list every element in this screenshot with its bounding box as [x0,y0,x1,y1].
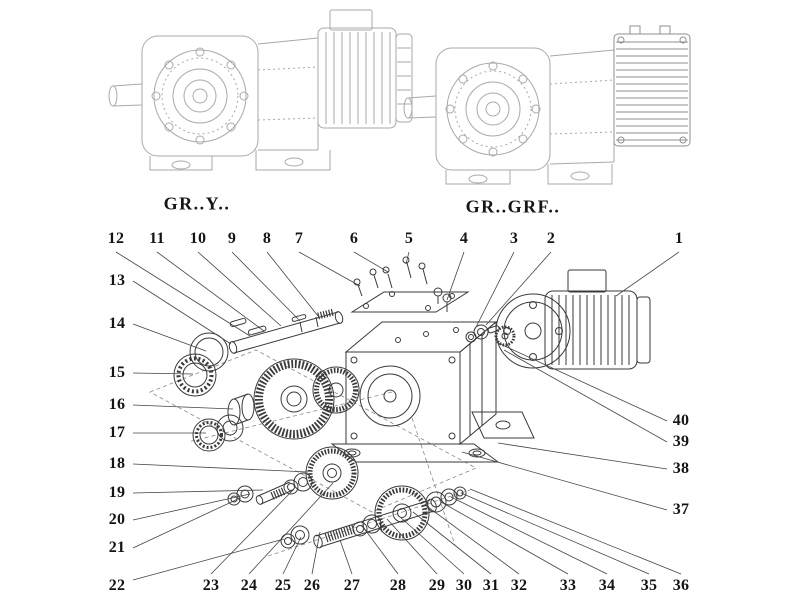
part-second-stage-gear [305,446,359,500]
part-washers-lower-right [425,486,467,513]
part-output-shaft [313,498,437,549]
figure-assembled-gearmotor-right [403,25,691,185]
callout-number-5: 5 [403,230,415,247]
callout-number-6: 6 [348,230,360,247]
callout-number-37: 37 [671,501,691,518]
part-output-gear [253,358,335,440]
callout-number-36: 36 [671,577,691,594]
callout-number-21: 21 [107,539,127,556]
callout-number-1: 1 [673,230,685,247]
callout-number-2: 2 [545,230,557,247]
callout-number-40: 40 [671,412,691,429]
callout-number-15: 15 [107,364,127,381]
part-bearing-pair [192,414,244,452]
callout-number-10: 10 [188,230,208,247]
callout-number-8: 8 [261,230,273,247]
callout-number-9: 9 [226,230,238,247]
callout-number-26: 26 [302,577,322,594]
construction-lines [149,349,477,557]
callout-number-23: 23 [201,577,221,594]
callout-number-35: 35 [639,577,659,594]
part-housing [330,320,500,463]
part-washers-mid [283,472,313,495]
cover-fins [613,25,691,147]
part-washers-lower-far-left [280,525,310,549]
model-label-left: GR..Y.. [163,193,231,214]
callout-number-30: 30 [454,577,474,594]
callout-number-27: 27 [342,577,362,594]
figure-exploded-view [149,256,651,557]
part-bearing-upper [173,353,217,397]
callout-number-17: 17 [107,424,127,441]
callout-number-13: 13 [107,272,127,289]
callout-number-34: 34 [597,577,617,594]
callout-number-7: 7 [293,230,305,247]
callout-number-19: 19 [107,484,127,501]
part-gear-lower [374,485,430,541]
part-pinion-shaft-mid [255,481,294,505]
callout-number-16: 16 [107,396,127,413]
part-motor-foot [471,411,535,439]
callout-number-28: 28 [388,577,408,594]
part-spacer-bushing [227,393,255,426]
model-label-right: GR..GRF.. [465,196,561,217]
part-top-cover [350,291,470,313]
part-intermediate-gear [312,366,360,414]
callout-number-12: 12 [106,230,126,247]
part-input-shaft [228,308,344,354]
callout-number-20: 20 [107,511,127,528]
part-motor [495,269,651,370]
callout-number-38: 38 [671,460,691,477]
part-washers-lower-left [352,514,382,537]
part-input-shaft-components [465,324,516,347]
callout-number-11: 11 [148,230,166,247]
callout-number-33: 33 [558,577,578,594]
callout-number-29: 29 [427,577,447,594]
callout-number-31: 31 [481,577,501,594]
callout-number-22: 22 [107,577,127,594]
callout-number-14: 14 [107,315,127,332]
callout-number-25: 25 [273,577,293,594]
leader-lines [115,251,682,581]
callout-number-3: 3 [508,230,520,247]
part-oil-seal [189,332,229,372]
figure-assembled-gearmotor-left [108,9,413,171]
callout-number-39: 39 [671,433,691,450]
callout-number-4: 4 [458,230,470,247]
callout-number-18: 18 [107,455,127,472]
callout-number-24: 24 [239,577,259,594]
callout-number-32: 32 [509,577,529,594]
part-cover-screws [353,256,452,312]
